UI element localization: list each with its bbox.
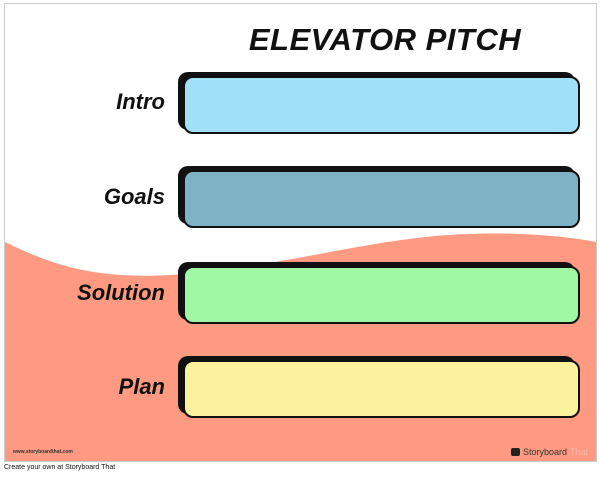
worksheet: ELEVATOR PITCH Intro Goals Solution Plan… [4,3,597,462]
logo-icon [510,448,520,456]
row-label-plan: Plan [118,374,165,399]
footer-link[interactable]: Create your own at Storyboard That [4,464,116,471]
goals-box[interactable] [183,170,580,228]
watermark-url: www.storyboardthat.com [13,449,73,455]
logo-name: Storyboard [522,447,567,457]
logo-suffix: That [569,447,588,457]
plan-box[interactable] [183,360,580,418]
solution-box[interactable] [183,266,580,324]
intro-box[interactable] [183,76,580,134]
row-label-solution: Solution [77,280,165,305]
page-title: ELEVATOR PITCH [248,22,522,57]
row-label-goals: Goals [103,184,165,209]
row-label-intro: Intro [116,89,165,114]
